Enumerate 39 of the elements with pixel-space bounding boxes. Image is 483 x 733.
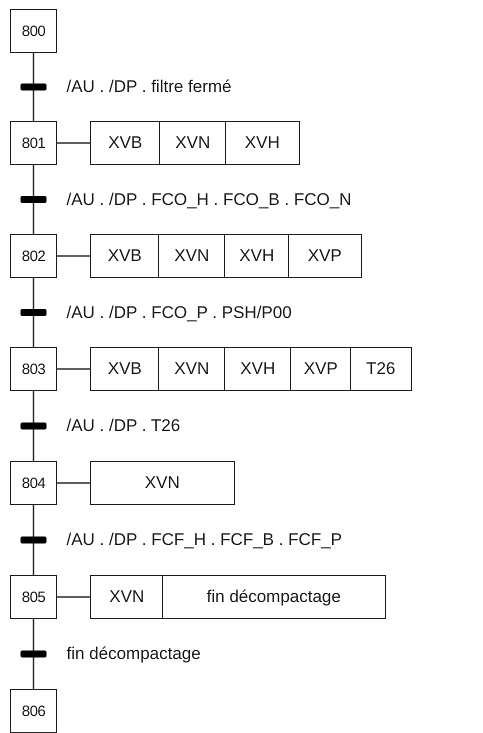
action-box: XVN <box>90 575 164 619</box>
step-box: 802 <box>10 234 57 278</box>
step-box: 800 <box>10 9 57 53</box>
action-box: XVP <box>290 347 352 391</box>
action-box: XVN <box>90 461 234 505</box>
action-box: XVB <box>90 234 160 278</box>
receptivity-label: /AU . /DP . filtre fermé <box>66 77 232 97</box>
step-box: 806 <box>10 689 57 733</box>
action-box: XVN <box>158 234 226 278</box>
receptivity-label: fin décompactage <box>66 644 201 664</box>
receptivity-label: /AU . /DP . T26 <box>66 416 180 436</box>
step-box: 801 <box>10 121 57 165</box>
transition <box>20 505 46 575</box>
action-box: XVH <box>224 347 292 391</box>
action-box: XVB <box>90 347 160 391</box>
action-link <box>57 142 90 144</box>
action-link <box>57 368 90 370</box>
step-box: 803 <box>10 347 57 391</box>
action-box: XVP <box>288 234 362 278</box>
transition <box>20 619 46 689</box>
action-box: XVH <box>224 234 290 278</box>
action-box: fin décompactage <box>162 575 386 619</box>
transition <box>20 53 46 121</box>
action-box: XVN <box>158 347 226 391</box>
receptivity-label: /AU . /DP . FCO_H . FCO_B . FCO_N <box>66 190 352 210</box>
transition <box>20 391 46 461</box>
action-box: T26 <box>350 347 412 391</box>
receptivity-label: /AU . /DP . FCO_P . PSH/P00 <box>66 302 292 322</box>
action-link <box>57 255 90 257</box>
action-link <box>57 596 90 598</box>
step-box: 804 <box>10 461 57 505</box>
action-box: XVB <box>90 121 160 165</box>
transition <box>20 165 46 234</box>
action-box: XVN <box>159 121 226 165</box>
action-box: XVH <box>225 121 300 165</box>
transition <box>20 278 46 347</box>
receptivity-label: /AU . /DP . FCF_H . FCF_B . FCF_P <box>66 530 342 550</box>
step-box: 805 <box>10 575 57 619</box>
action-link <box>57 482 90 484</box>
